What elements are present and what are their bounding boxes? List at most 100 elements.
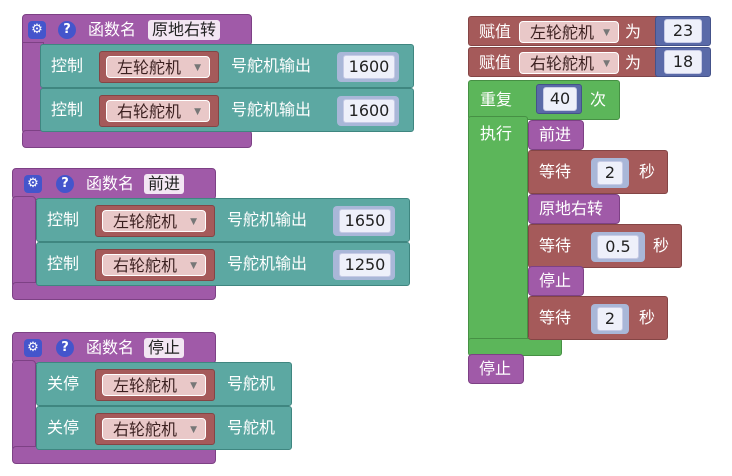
suffix-label: 号舵机输出 [227, 254, 308, 273]
call-label: 停止 [479, 359, 512, 378]
gear-icon[interactable]: ⚙ [24, 339, 42, 357]
variable-dropdown-value: 左轮舵机 [530, 23, 595, 42]
servo-dropdown[interactable]: 右轮舵机 ▼ [106, 100, 210, 122]
function-block-forward[interactable]: ⚙ ? 函数名 前进 [12, 168, 216, 300]
repeat-block[interactable]: 重复 40 次 执行 [468, 80, 620, 356]
action-label: 控制 [51, 100, 84, 119]
suffix-label: 号舵机 [227, 374, 276, 393]
dropdown-arrow-icon: ▼ [190, 217, 197, 227]
function-keyword: 函数名 [88, 20, 137, 39]
servo-dropdown[interactable]: 左轮舵机 ▼ [102, 374, 206, 396]
call-label: 原地右转 [539, 199, 604, 218]
action-label: 控制 [47, 210, 80, 229]
number-field[interactable]: 1250 [339, 253, 391, 277]
wait-block[interactable]: 等待 2 秒 [528, 296, 668, 340]
wait-number-block[interactable]: 2 [591, 304, 629, 334]
assign-block[interactable]: 赋值 左轮舵机 ▼ 为 23 [468, 16, 711, 46]
servo-stop-row[interactable]: 关停 右轮舵机 ▼ 号舵机 [36, 406, 292, 450]
number-block[interactable]: 1650 [333, 206, 395, 236]
servo-variable-block[interactable]: 右轮舵机 ▼ [99, 95, 219, 127]
dropdown-arrow-icon: ▼ [190, 261, 197, 271]
servo-variable-block[interactable]: 右轮舵机 ▼ [95, 413, 215, 445]
call-forward-block[interactable]: 前进 [528, 120, 584, 150]
number-block[interactable]: 1250 [333, 250, 395, 280]
call-stop-end-block[interactable]: 停止 [468, 354, 524, 384]
function-name-field[interactable]: 前进 [144, 174, 185, 194]
dropdown-arrow-icon: ▼ [190, 381, 197, 391]
repeat-count-block[interactable]: 40 [536, 84, 582, 114]
question-icon[interactable]: ? [56, 175, 74, 193]
function-footer [22, 130, 252, 148]
servo-dropdown[interactable]: 右轮舵机 ▼ [102, 254, 206, 276]
suffix-label: 号舵机输出 [227, 210, 308, 229]
servo-dropdown-value: 左轮舵机 [113, 376, 178, 395]
assign-keyword: 赋值 [479, 53, 512, 72]
number-field[interactable]: 1600 [343, 55, 395, 79]
servo-variable-block[interactable]: 左轮舵机 ▼ [99, 51, 219, 83]
assign-block[interactable]: 赋值 右轮舵机 ▼ 为 18 [468, 47, 711, 77]
wait-block[interactable]: 等待 2 秒 [528, 150, 668, 194]
wait-number-block[interactable]: 2 [591, 158, 629, 188]
number-block[interactable]: 1600 [337, 96, 399, 126]
question-icon[interactable]: ? [58, 21, 76, 39]
function-keyword: 函数名 [86, 174, 135, 193]
number-field[interactable]: 18 [664, 50, 702, 74]
servo-stop-row[interactable]: 关停 左轮舵机 ▼ 号舵机 [36, 362, 292, 406]
function-block-turn-right[interactable]: ⚙ ? 函数名 原地右转 [22, 14, 252, 148]
wait-keyword: 等待 [539, 236, 572, 255]
function-body-left [12, 360, 36, 452]
servo-variable-block[interactable]: 右轮舵机 ▼ [95, 249, 215, 281]
variable-dropdown-value: 右轮舵机 [530, 54, 595, 73]
wait-unit: 秒 [639, 162, 656, 181]
assign-to-label: 为 [625, 22, 642, 41]
variable-dropdown[interactable]: 右轮舵机 ▼ [519, 52, 619, 74]
wait-number-field[interactable]: 2 [597, 161, 623, 185]
assign-to-label: 为 [625, 53, 642, 72]
function-name-field[interactable]: 停止 [144, 338, 185, 358]
call-label: 前进 [539, 125, 572, 144]
number-field[interactable]: 1600 [343, 99, 395, 123]
servo-dropdown-value: 右轮舵机 [113, 420, 178, 439]
servo-dropdown[interactable]: 左轮舵机 ▼ [106, 56, 210, 78]
repeat-count-field[interactable]: 40 [543, 87, 577, 111]
servo-control-row[interactable]: 控制 右轮舵机 ▼ 号舵机输出 1250 [36, 242, 410, 286]
wait-number-block[interactable]: 0.5 [591, 232, 645, 262]
servo-dropdown[interactable]: 右轮舵机 ▼ [102, 418, 206, 440]
wait-number-field[interactable]: 2 [597, 307, 623, 331]
servo-control-row[interactable]: 控制 左轮舵机 ▼ 号舵机输出 1600 [40, 44, 414, 88]
number-block[interactable]: 1600 [337, 52, 399, 82]
number-field[interactable]: 23 [664, 19, 702, 43]
variable-dropdown[interactable]: 左轮舵机 ▼ [519, 21, 619, 43]
repeat-keyword: 重复 [480, 90, 513, 109]
servo-variable-block[interactable]: 左轮舵机 ▼ [95, 205, 215, 237]
servo-dropdown-value: 右轮舵机 [113, 256, 178, 275]
call-stop-block[interactable]: 停止 [528, 266, 584, 296]
function-name-field[interactable]: 原地右转 [148, 20, 221, 40]
action-label: 控制 [47, 254, 80, 273]
dropdown-arrow-icon: ▼ [190, 425, 197, 435]
call-turn-right-block[interactable]: 原地右转 [528, 194, 620, 224]
servo-dropdown-value: 左轮舵机 [113, 212, 178, 231]
servo-variable-block[interactable]: 左轮舵机 ▼ [95, 369, 215, 401]
gear-icon[interactable]: ⚙ [24, 175, 42, 193]
gear-icon[interactable]: ⚙ [28, 21, 46, 39]
question-icon[interactable]: ? [56, 339, 74, 357]
servo-dropdown-value: 左轮舵机 [117, 58, 182, 77]
suffix-label: 号舵机 [227, 418, 276, 437]
assign-keyword: 赋值 [479, 22, 512, 41]
servo-control-row[interactable]: 控制 右轮舵机 ▼ 号舵机输出 1600 [40, 88, 414, 132]
suffix-label: 号舵机输出 [231, 100, 312, 119]
wait-number-field[interactable]: 0.5 [597, 235, 639, 259]
wait-unit: 秒 [653, 236, 670, 255]
number-block[interactable]: 23 [655, 16, 711, 46]
servo-control-row[interactable]: 控制 左轮舵机 ▼ 号舵机输出 1650 [36, 198, 410, 242]
number-field[interactable]: 1650 [339, 209, 391, 233]
servo-dropdown-value: 右轮舵机 [117, 102, 182, 121]
suffix-label: 号舵机输出 [231, 56, 312, 75]
action-label: 关停 [47, 418, 80, 437]
repeat-unit: 次 [590, 90, 607, 109]
servo-dropdown[interactable]: 左轮舵机 ▼ [102, 210, 206, 232]
number-block[interactable]: 18 [655, 47, 711, 77]
dropdown-arrow-icon: ▼ [194, 63, 201, 73]
wait-block[interactable]: 等待 0.5 秒 [528, 224, 682, 268]
